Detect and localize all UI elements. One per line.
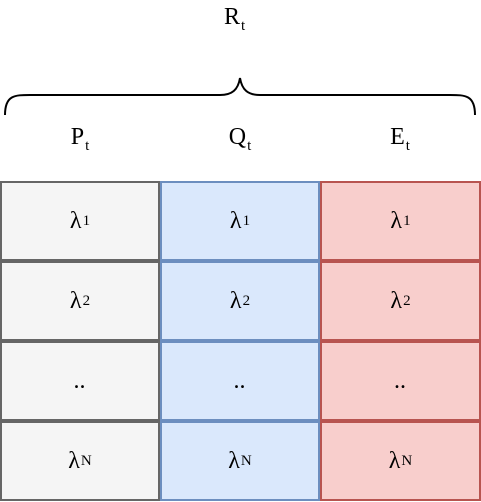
cell-base: λ [68, 447, 80, 474]
cell-base: λ [228, 447, 240, 474]
cell-base: .. [394, 367, 406, 394]
column-header-subscript: t [405, 138, 410, 154]
cell-base: λ [69, 287, 82, 314]
cell-base: .. [73, 367, 86, 394]
cell-base: λ [390, 287, 403, 314]
top-label-subscript: t [241, 18, 246, 34]
cell-q-ellipsis: .. [160, 341, 320, 421]
cell-subscript: N [240, 452, 252, 469]
cell-subscript: 2 [242, 292, 251, 309]
cell-subscript: N [80, 452, 92, 469]
cell-base: λ [229, 207, 242, 234]
cell-subscript: 1 [242, 212, 251, 229]
top-label-r-t: Rt [224, 5, 245, 34]
cell-subscript: 1 [82, 212, 91, 229]
column-header-q-t: Qt [160, 125, 320, 154]
column-header-base: Q [228, 124, 247, 150]
column-header-base: P [70, 124, 85, 150]
column-header-subscript: t [247, 138, 252, 154]
cell-subscript: 1 [403, 212, 411, 229]
column-header-e-t: Et [320, 125, 480, 154]
cell-base: λ [229, 287, 242, 314]
cell-subscript: 2 [82, 292, 91, 309]
column-header-base: E [390, 124, 405, 150]
cell-e-ellipsis: .. [320, 341, 481, 421]
cell-base: .. [233, 367, 246, 394]
cell-subscript: 2 [403, 292, 411, 309]
curly-brace [4, 77, 476, 116]
cell-subscript: N [401, 452, 413, 469]
column-header-p-t: Pt [0, 125, 160, 154]
cell-base: λ [388, 447, 401, 474]
cell-base: λ [69, 207, 82, 234]
column-header-subscript: t [85, 138, 90, 154]
top-label-base: R [224, 4, 241, 30]
cell-base: λ [390, 207, 403, 234]
cell-p-ellipsis: .. [0, 341, 160, 421]
